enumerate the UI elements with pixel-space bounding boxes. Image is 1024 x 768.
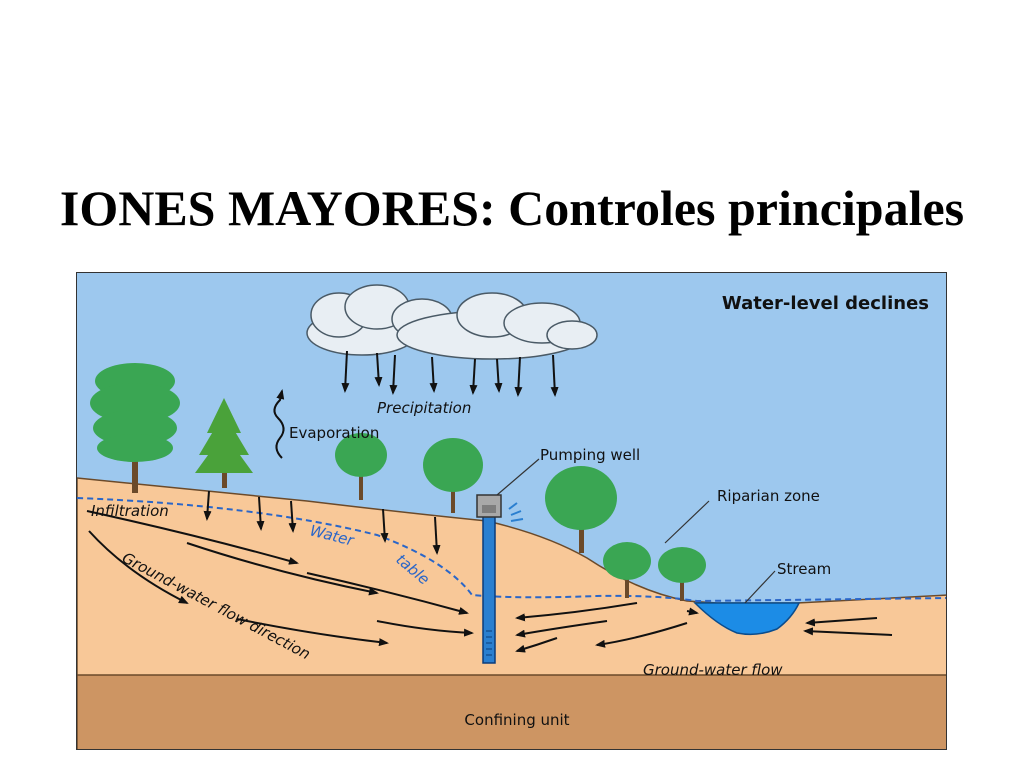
tree-icon (603, 542, 651, 598)
groundwater-flow-arrows-left (86, 510, 474, 647)
leader-lines (496, 458, 776, 604)
infiltration-arrows (203, 490, 441, 555)
pine-tree-icon (195, 398, 253, 488)
water-level-diagram: Water-level declines Precipitation Evapo… (76, 272, 947, 750)
tree-icon (423, 438, 483, 513)
tree-icon (545, 466, 617, 553)
precipitation-label: Precipitation (377, 399, 471, 417)
stream (693, 602, 801, 636)
stream-label: Stream (777, 560, 831, 578)
pumping-well-icon (476, 494, 524, 664)
pumping-well-label: Pumping well (540, 446, 640, 464)
tree-icon (658, 547, 706, 601)
cloud-icon (306, 284, 598, 360)
diagram-heading: Water-level declines (722, 293, 929, 314)
slide-title: IONES MAYORES: Controles principales (59, 180, 965, 236)
tree-icon (90, 363, 180, 493)
confining-unit-label: Confining unit (464, 711, 569, 729)
groundwater-flow-arrows-right (515, 602, 893, 653)
confining-unit (77, 674, 946, 749)
groundwater-flow-label: Ground-water flow (643, 661, 783, 679)
evaporation-label: Evaporation (289, 424, 379, 442)
tree-icon (335, 433, 387, 500)
infiltration-label: Infiltration (91, 502, 169, 520)
riparian-zone-label: Riparian zone (717, 487, 820, 505)
rain-arrows (341, 350, 559, 397)
evaporation-arrow-icon (273, 389, 285, 459)
